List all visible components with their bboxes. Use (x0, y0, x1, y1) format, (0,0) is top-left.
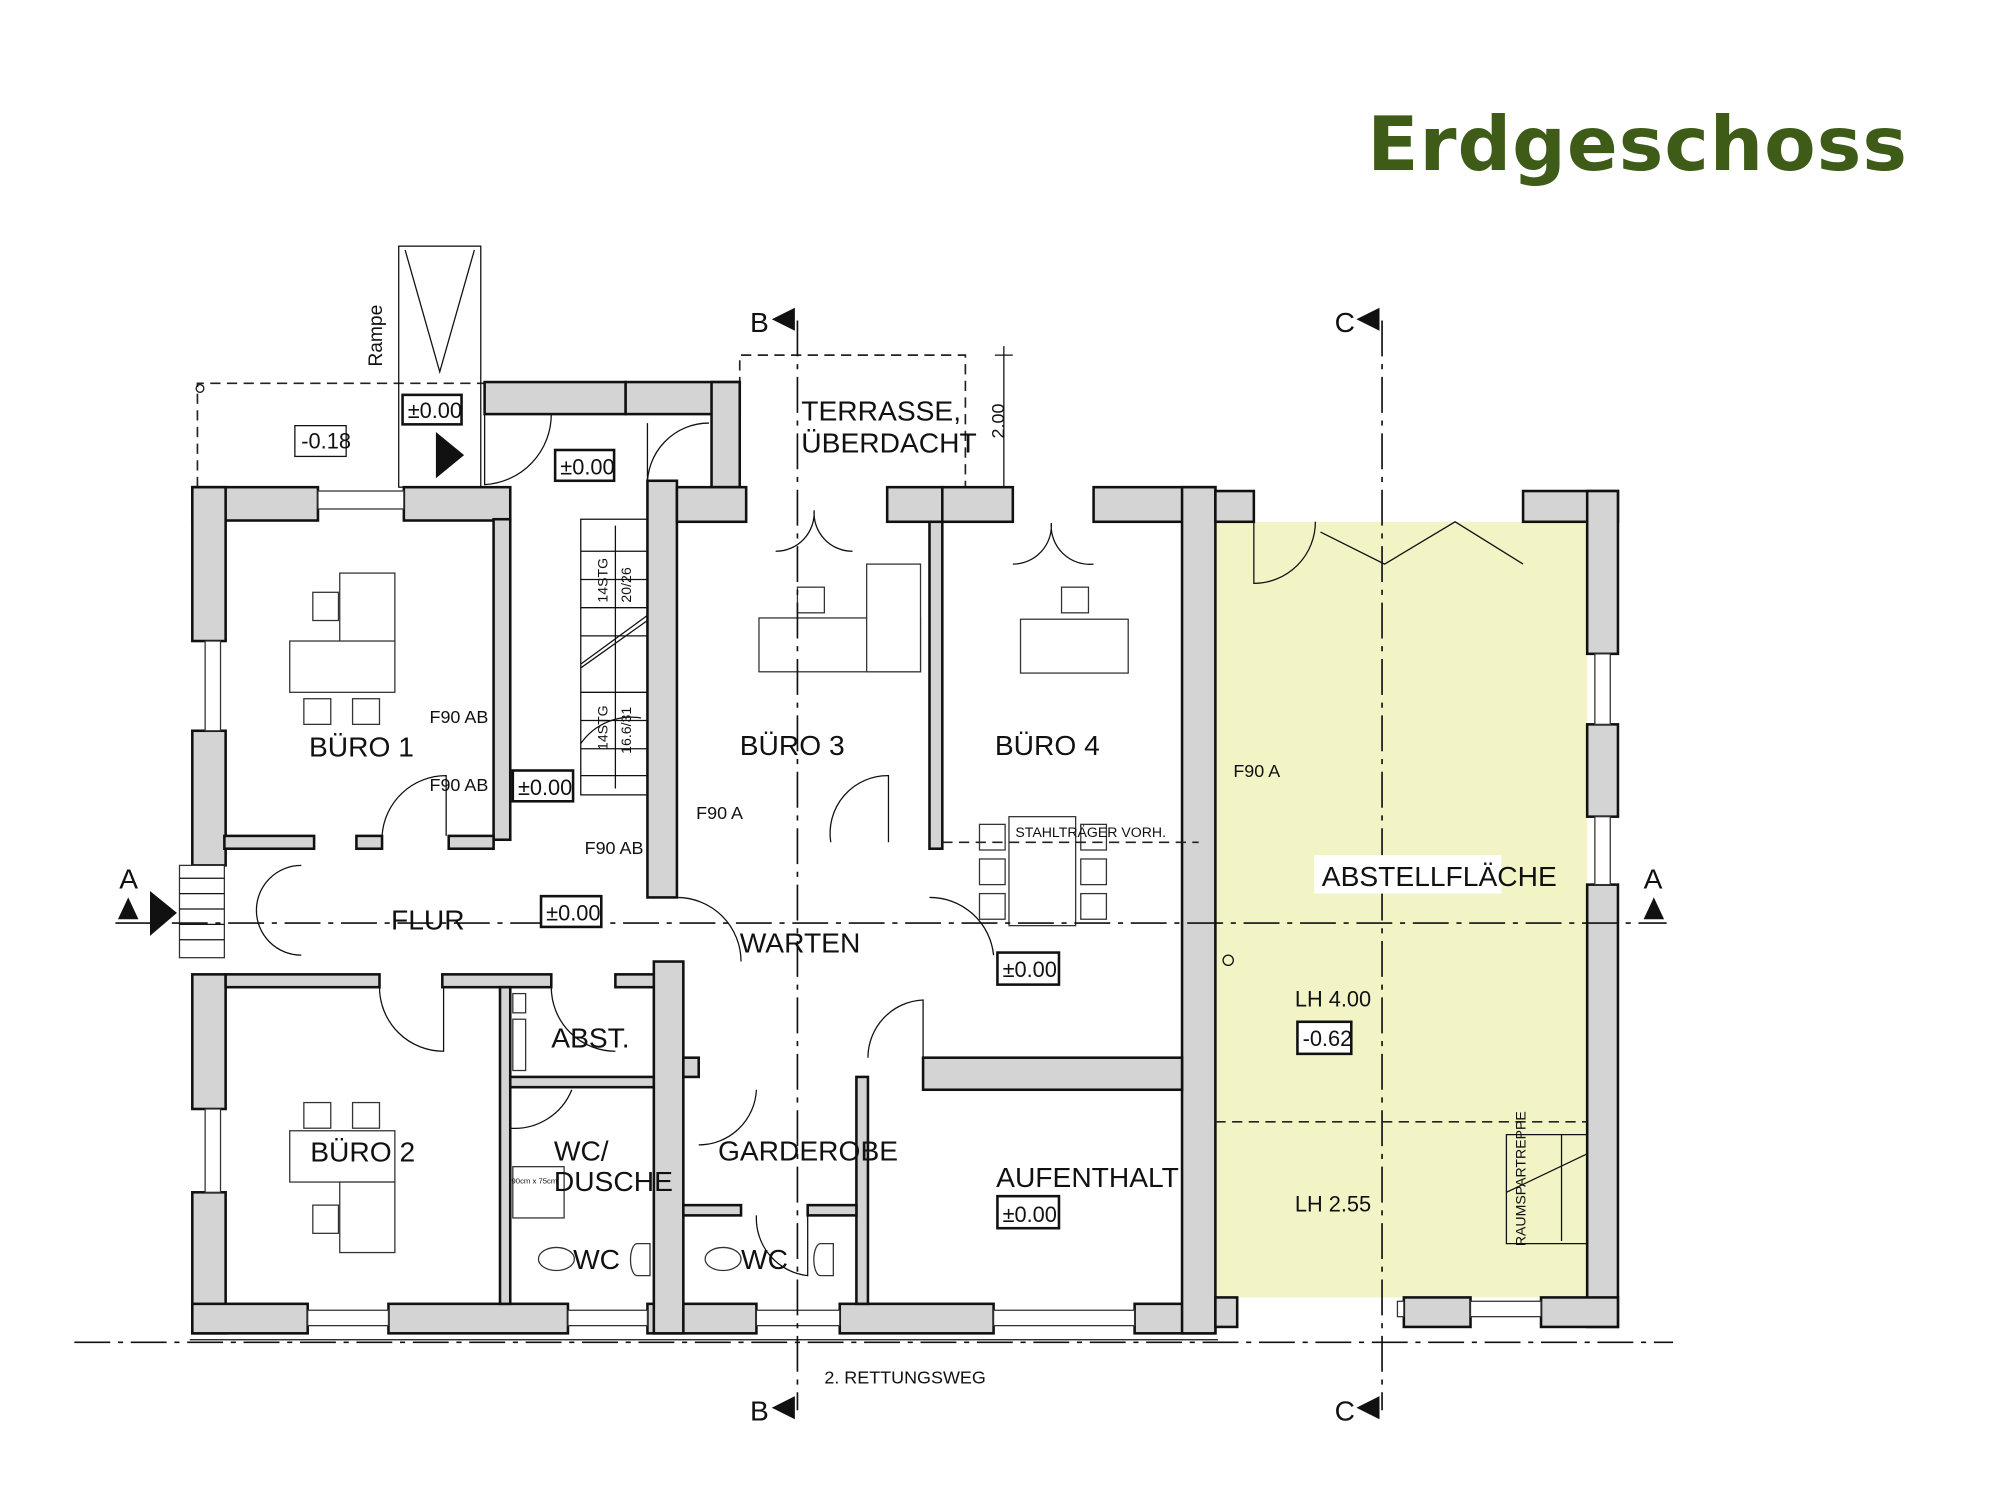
section-arrow-icon (1356, 307, 1380, 331)
level-value: ±0.00 (560, 454, 614, 479)
fire-rating-label: F90 AB (429, 775, 488, 795)
stair-dimension-label: 16.6/31 (618, 707, 634, 754)
escape-route-label: 2. RETTUNGSWEG (824, 1367, 985, 1387)
room-buero-1: BÜRO 1 (309, 730, 414, 762)
room-buero-4: BÜRO 4 (995, 729, 1100, 761)
shower-size-label: 90cm x 75cm (512, 1176, 558, 1185)
room-garderobe: GARDEROBE (718, 1134, 898, 1166)
room-terrasse-line2: ÜBERDACHT (801, 427, 976, 459)
windows (204, 490, 1611, 1327)
room-flur: FLUR (391, 903, 465, 935)
page-title: Erdgeschoss (1367, 100, 1908, 188)
level-value: -0.62 (1303, 1026, 1353, 1051)
space-saving-stair-label: RAUMSPARTREPPE (1513, 1111, 1529, 1246)
level-value: ±0.00 (408, 398, 462, 423)
fire-rating-label: F90 A (1233, 761, 1280, 781)
section-a-left-label: A (119, 862, 138, 894)
section-arrow-icon (1356, 1396, 1380, 1420)
room-aufenthalt: AUFENTHALT (996, 1161, 1179, 1193)
section-arrow-icon (771, 307, 795, 331)
level-markers: ±0.00 -0.18 ±0.00 ±0.00 ±0.00 ±0.00 ±0.0… (294, 393, 1353, 1230)
section-c-bottom-label: C (1335, 1395, 1355, 1427)
walls (191, 380, 1620, 1335)
section-markers: A A B B C C (117, 306, 1665, 1427)
entrance-arrow-icon (150, 891, 177, 936)
fire-rating-label: F90 AB (585, 838, 644, 858)
level-value: ±0.00 (518, 775, 572, 800)
doors (255, 414, 1524, 1277)
room-buero-3: BÜRO 3 (740, 729, 845, 761)
section-b-top-label: B (750, 306, 769, 338)
section-a-right-label: A (1644, 862, 1663, 894)
room-labels: BÜRO 1 BÜRO 2 BÜRO 3 BÜRO 4 FLUR WARTEN … (309, 395, 1557, 1276)
stair-steps-label: 14STG (595, 705, 611, 750)
furniture (289, 563, 1129, 1277)
room-warten: WARTEN (740, 927, 861, 959)
section-arrow-icon (771, 1396, 795, 1420)
dimension-label: 2.00 (988, 404, 1008, 439)
room-buero-2: BÜRO 2 (310, 1136, 415, 1168)
entrance-arrow-icon (435, 432, 465, 479)
room-wc-dusche-line1: WC/ (554, 1134, 609, 1166)
room-terrasse-line1: TERRASSE, (801, 395, 961, 427)
section-c-top-label: C (1335, 306, 1355, 338)
section-b-bottom-label: B (750, 1395, 769, 1427)
ceiling-height-label: LH 2.55 (1295, 1192, 1371, 1217)
fire-rating-label: F90 AB (429, 707, 488, 727)
level-value: ±0.00 (1003, 1202, 1057, 1227)
fire-rating-label: F90 A (696, 803, 743, 823)
rampe-label: Rampe (366, 305, 387, 367)
section-arrow-icon (117, 897, 139, 920)
level-value: ±0.00 (1003, 957, 1057, 982)
section-lines (74, 320, 1674, 1411)
section-arrow-icon (1643, 897, 1665, 920)
level-value: ±0.00 (546, 901, 600, 926)
storage-area-fill (1215, 521, 1588, 1298)
level-value: -0.18 (301, 429, 351, 454)
room-wc-dusche-line2: DUSCHE (554, 1165, 673, 1197)
annotations: Rampe F90 AB F90 AB F90 AB F90 A F90 A 1… (366, 305, 1529, 1388)
room-wc-2: WC (741, 1243, 788, 1275)
ceiling-height-label: LH 4.00 (1295, 986, 1371, 1011)
entry-steps (150, 432, 465, 959)
room-wc-1: WC (573, 1243, 620, 1275)
staircase (580, 518, 1588, 1245)
room-abstellflaeche: ABSTELLFLÄCHE (1322, 860, 1557, 892)
room-abst: ABST. (551, 1021, 629, 1053)
stair-steps-label: 14STG (595, 558, 611, 603)
stair-dimension-label: 20/26 (618, 567, 634, 602)
steel-beam-label: STAHLTRÄGER VORH. (1015, 824, 1166, 840)
